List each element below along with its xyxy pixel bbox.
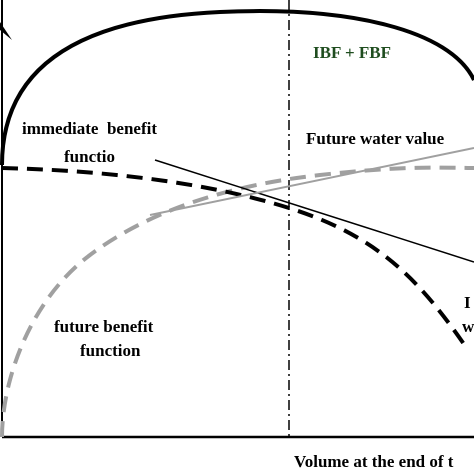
x-axis-label: Volume at the end of t xyxy=(294,452,454,471)
right-edge-label-fragment-1: I xyxy=(464,293,471,312)
future-benefit-label-line1: future benefit xyxy=(54,317,154,336)
future-benefit-curve xyxy=(0,165,474,438)
future-benefit-label-line2: function xyxy=(80,341,141,360)
future-water-value-line xyxy=(149,147,474,216)
right-edge-label-fragment-2: w xyxy=(462,317,474,336)
future-water-value-label: Future water value xyxy=(306,129,445,148)
total-benefit-curve xyxy=(0,9,474,166)
immediate-tangent-line xyxy=(154,159,474,263)
immediate-benefit-label-line1: immediate benefit xyxy=(22,119,157,138)
immediate-benefit-curve xyxy=(1,166,470,352)
arrowhead-icon xyxy=(0,22,12,40)
immediate-benefit-label-line2: functio xyxy=(64,147,115,166)
ibf-fbf-label: IBF + FBF xyxy=(313,43,391,62)
